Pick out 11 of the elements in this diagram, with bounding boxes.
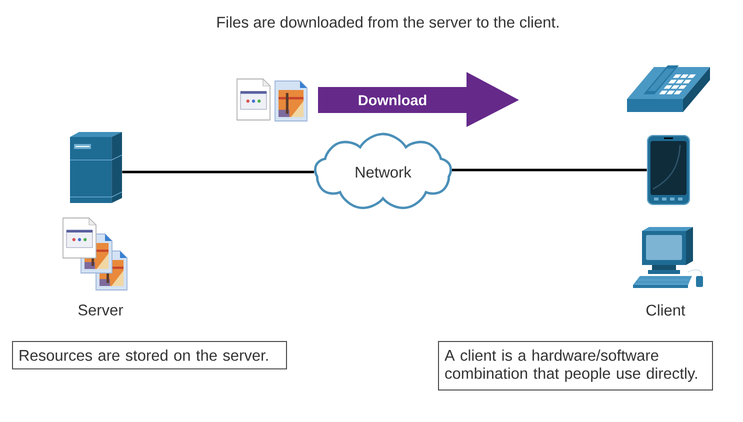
desk-phone-icon bbox=[627, 65, 710, 112]
device-label: Client bbox=[646, 304, 686, 316]
connector-line bbox=[122, 170, 314, 174]
network-cloud: Network bbox=[314, 132, 452, 210]
connector-line bbox=[452, 168, 647, 172]
note-box: Resources are stored on the server. bbox=[12, 341, 287, 370]
smartphone-icon bbox=[647, 135, 690, 205]
note-box: A client is a hardware/software combination that people use directly. bbox=[438, 341, 713, 390]
title: Files are downloaded from the server to the client. bbox=[217, 16, 558, 28]
server-icon bbox=[70, 132, 122, 203]
device-label: Server bbox=[78, 304, 124, 316]
